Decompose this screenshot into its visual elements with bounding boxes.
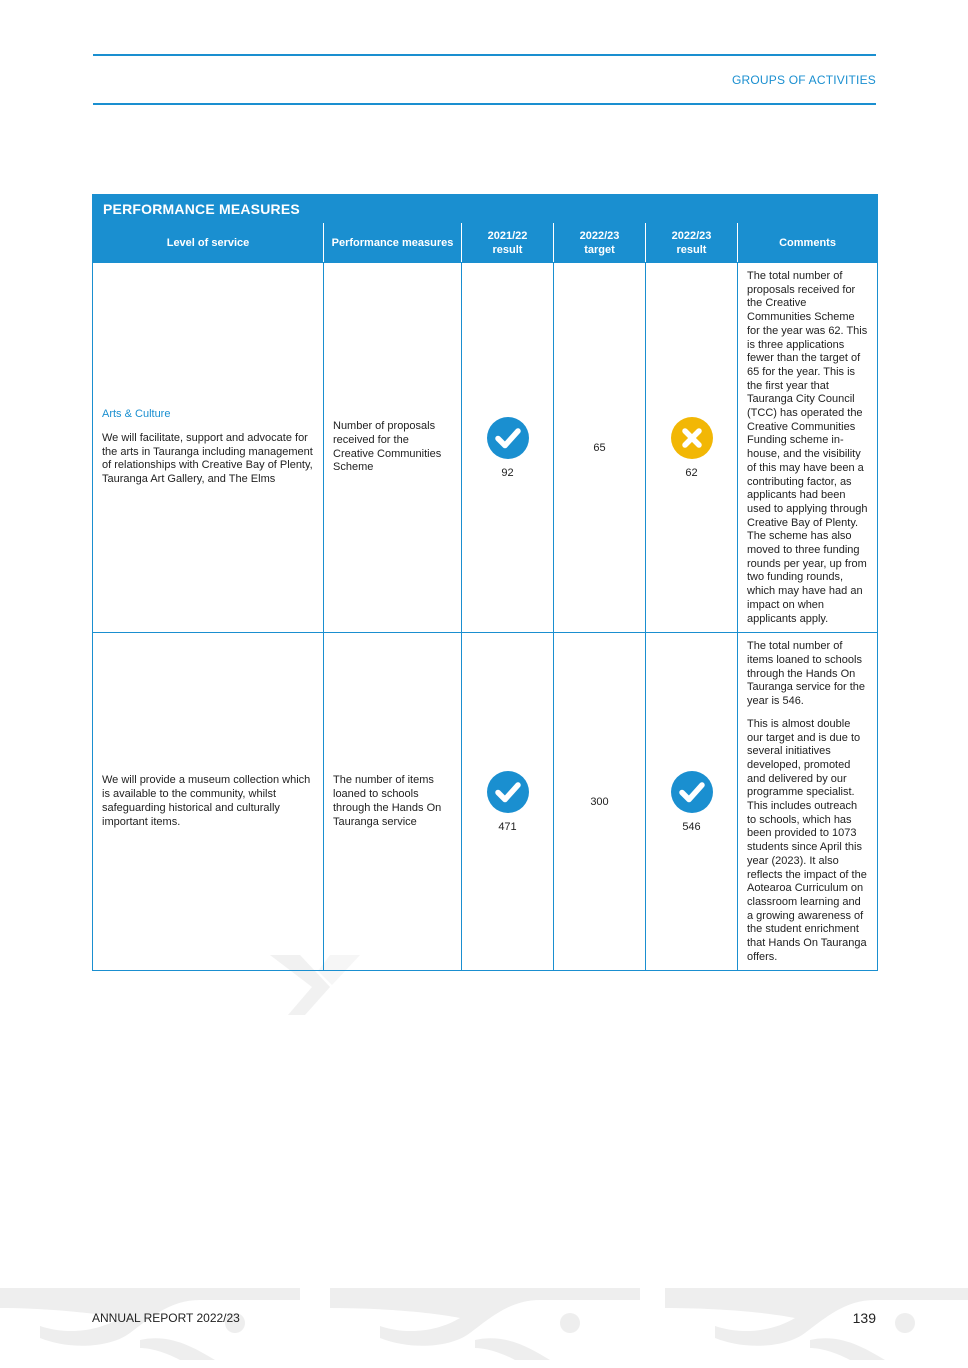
column-header-comments: Comments: [736, 222, 879, 263]
check-circle-icon: [486, 770, 529, 813]
category-label: Arts & Culture: [102, 408, 171, 421]
performance-measures-table: PERFORMANCE MEASURES Level of service Pe…: [91, 194, 879, 972]
level-of-service-cell: We will provide a museum collection whic…: [92, 632, 324, 972]
target-value: 300: [590, 795, 609, 808]
performance-measure-cell: Number of proposals received for the Cre…: [323, 261, 462, 634]
target-2022-23-cell: 300: [553, 632, 646, 972]
comments-cell: The total number of proposals received f…: [736, 261, 879, 634]
header-rule-top: [93, 54, 876, 56]
level-of-service-cell: Arts & Culture We will facilitate, suppo…: [92, 261, 324, 634]
footer-decorative-pattern: [0, 1288, 968, 1360]
column-header-2021-22-result: 2021/22 result: [461, 222, 554, 263]
column-header-2022-23-result-text: 2022/23 result: [671, 229, 712, 256]
result-value: 92: [501, 466, 514, 479]
result-value: 62: [685, 466, 698, 479]
header-rule-bottom: [93, 103, 876, 105]
performance-measure-text: The number of items loaned to schools th…: [333, 774, 442, 828]
level-of-service-text: We will provide a museum collection whic…: [102, 774, 311, 828]
page-number: 139: [852, 1310, 876, 1326]
table-row: Arts & Culture We will facilitate, suppo…: [92, 261, 879, 634]
column-header-2021-22-result-text: 2021/22 result: [487, 229, 528, 256]
section-label: GROUPS OF ACTIVITIES: [731, 73, 876, 87]
result-value: 471: [498, 820, 517, 833]
column-header-2022-23-target-text: 2022/23 target: [579, 229, 620, 256]
result-2021-22-cell: 471: [461, 632, 554, 972]
result-2021-22-cell: 92: [461, 261, 554, 634]
column-header-2022-23-result: 2022/23 result: [645, 222, 738, 263]
performance-measure-cell: The number of items loaned to schools th…: [323, 632, 462, 972]
result-2022-23-cell: 62: [645, 261, 738, 634]
target-2022-23-cell: 65: [553, 261, 646, 634]
comment-paragraph: The total number of items loaned to scho…: [747, 640, 866, 708]
column-header-level-of-service: Level of service: [92, 222, 324, 263]
level-of-service-text: We will facilitate, support and advocate…: [102, 432, 313, 486]
column-header-performance-measures: Performance measures: [323, 222, 462, 263]
column-header-2022-23-target: 2022/23 target: [553, 222, 646, 263]
result-value: 546: [682, 820, 701, 833]
check-circle-icon: [486, 416, 529, 459]
cross-circle-icon: [670, 416, 713, 459]
comment-paragraph: The total number of proposals received f…: [747, 270, 868, 625]
target-value: 65: [593, 441, 606, 454]
footer-report-label: ANNUAL REPORT 2022/23: [92, 1311, 240, 1325]
check-circle-icon: [670, 770, 713, 813]
result-2022-23-cell: 546: [645, 632, 738, 972]
comment-paragraph: This is almost double our target and is …: [747, 717, 867, 963]
comments-cell: The total number of items loaned to scho…: [736, 632, 879, 972]
table-title: PERFORMANCE MEASURES: [91, 194, 879, 223]
table-row: We will provide a museum collection whic…: [92, 632, 879, 972]
performance-measure-text: Number of proposals received for the Cre…: [333, 420, 442, 474]
